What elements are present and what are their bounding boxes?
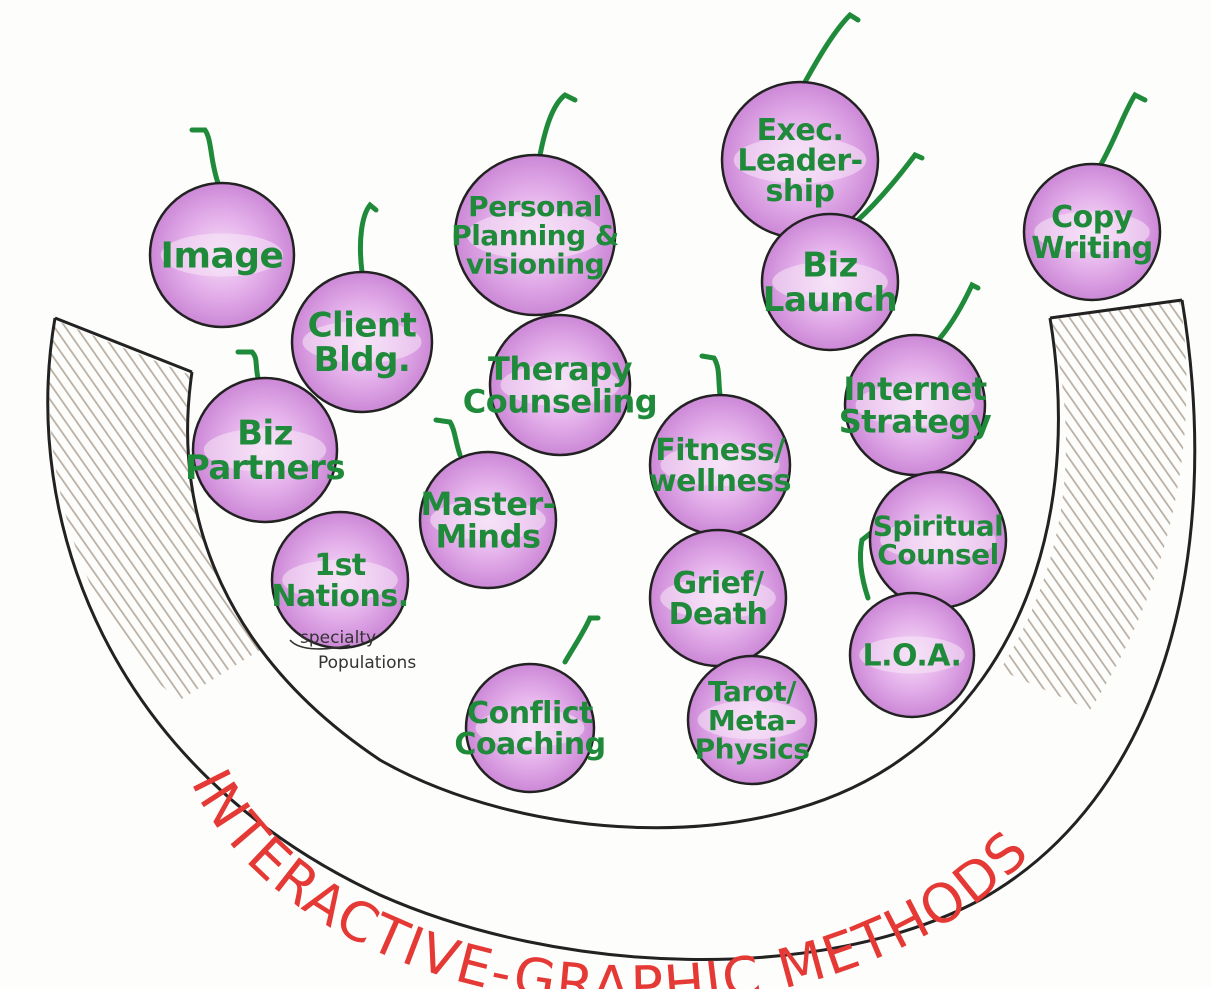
cherry-highlight-tarot-metaphysics [697,700,807,740]
cherry-label-internet-strategy-line-2: Strategy [839,403,992,441]
specialty-populations-annotation: specialty Populations [289,628,416,673]
cherry-label-conflict-coaching-line-2: Coaching [454,727,605,762]
cherry-highlight-fitness-wellness [660,444,780,486]
cherry-label-personal-planning-line-3: visioning [466,247,604,280]
cherry-label-exec-leadership-line-3: ship [766,174,835,209]
cherry-highlight-image [160,233,284,277]
bowl-wall-right-hatch [1000,300,1187,710]
cherry-label-biz-partners-line-1: Biz [237,414,293,454]
cherry-label-exec-leadership-line-1: Exec. [757,113,844,148]
cherry-master-minds: Master-Minds [418,450,558,590]
cherry-stems [189,11,1148,665]
cherry-highlight-spiritual-counsel [880,519,996,561]
bowl-lip-left [54,316,193,374]
cherry-label-master-minds-line-1: Master- [420,485,555,523]
cherry-label-exec-leadership-line-2: Leader- [737,144,862,179]
cherry-label-grief-death-line-1: Grief/ [672,566,764,601]
cherry-highlight-client-bldg [302,321,422,363]
stem-conflict-coaching [562,615,601,665]
cherry-fitness-wellness: Fitness/wellness [648,393,792,537]
cherry-tarot-metaphysics: Tarot/Meta-Physics [686,654,818,786]
cherry-label-personal-planning-line-2: Planning & [451,219,619,252]
cherry-label-biz-launch-line-2: Launch [763,280,897,320]
stem-biz-launch [855,151,925,223]
bowl-outer-rim [46,299,1197,961]
cherry-label-grief-death-line-2: Death [669,597,768,632]
cherry-highlight-exec-leadership [733,136,867,184]
cherry-highlight-grief-death [660,577,776,619]
cherry-label-spiritual-counsel-line-2: Counsel [877,538,998,571]
bowl-lip-right [1049,298,1183,320]
cherry-highlight-copy-writing [1034,211,1150,253]
cherry-label-loa-line-1: L.O.A. [863,639,962,674]
stem-spiritual-counsel [857,529,875,601]
cherry-label-tarot-metaphysics-line-3: Physics [695,732,810,765]
cherry-label-fitness-wellness-line-2: wellness [649,464,791,499]
stem-copy-writing [1097,91,1148,169]
bowl-inner-rim [186,317,1060,830]
cherry-label-personal-planning-line-1: Personal [468,190,602,223]
cherry-loa: L.O.A. [848,591,976,719]
cherry-label-spiritual-counsel-line-1: Spiritual [873,510,1004,543]
bowl-title-text: INTERACTIVE-GRAPHIC METHODS [179,760,1039,989]
cherry-label-client-bldg-line-1: Client [308,306,417,346]
cherry-label-internet-strategy-line-1: Internet [843,370,986,408]
cherry-label-1st-nations-line-1: 1st [314,548,366,583]
cherry-label-1st-nations-line-2: Nations. [271,579,408,614]
bowl-title: INTERACTIVE-GRAPHIC METHODS [179,760,1041,989]
stem-image [189,127,221,186]
cherry-highlight-master-minds [430,499,546,541]
cherry-image: Image [148,181,296,329]
stem-personal-planning [537,92,578,158]
annotation-line-1: specialty [300,628,376,648]
cherry-highlight-personal-planning [467,211,603,259]
cherry-exec-leadership: Exec.Leader-ship [720,80,880,240]
cherry-highlight-internet-strategy [855,384,975,426]
cherry-highlight-biz-launch [772,261,888,303]
stem-exec-leadership [802,11,861,85]
stem-fitness-wellness [699,353,723,398]
cherry-label-biz-launch-line-1: Biz [802,246,858,286]
cherry-highlight-conflict-coaching [475,708,585,748]
cherry-label-fitness-wellness-line-1: Fitness/ [655,433,785,468]
annotation-line-2: Populations [318,653,416,673]
cherry-label-copy-writing-line-1: Copy [1051,200,1134,235]
cherry-highlight-biz-partners [203,428,327,472]
cherry-label-tarot-metaphysics-line-1: Tarot/ [708,675,797,708]
cherry-label-therapy-counseling-line-1: Therapy [488,350,633,388]
cherry-highlight-loa [859,636,965,674]
cherry-label-conflict-coaching-line-1: Conflict [467,696,593,731]
cherry-label-tarot-metaphysics-line-2: Meta- [708,704,796,737]
stem-biz-partners [235,349,261,381]
cherry-label-therapy-counseling-line-2: Counseling [463,383,657,421]
cherry-label-master-minds-line-2: Minds [435,518,540,556]
cherry-grief-death: Grief/Death [648,528,788,668]
stem-internet-strategy [937,281,981,341]
cherry-label-image-line-1: Image [161,236,284,277]
cherry-label-biz-partners-line-2: Partners [185,448,345,488]
bowl-wall-left-hatch [49,320,260,700]
cherry-label-copy-writing-line-2: Writing [1031,231,1153,266]
stem-client-bldg [357,201,379,275]
cherry-highlight-therapy-counseling [500,364,620,406]
stem-master-minds [433,417,463,458]
cherry-label-client-bldg-line-2: Bldg. [314,340,411,380]
cherry-highlight-1st-nations [282,559,398,601]
